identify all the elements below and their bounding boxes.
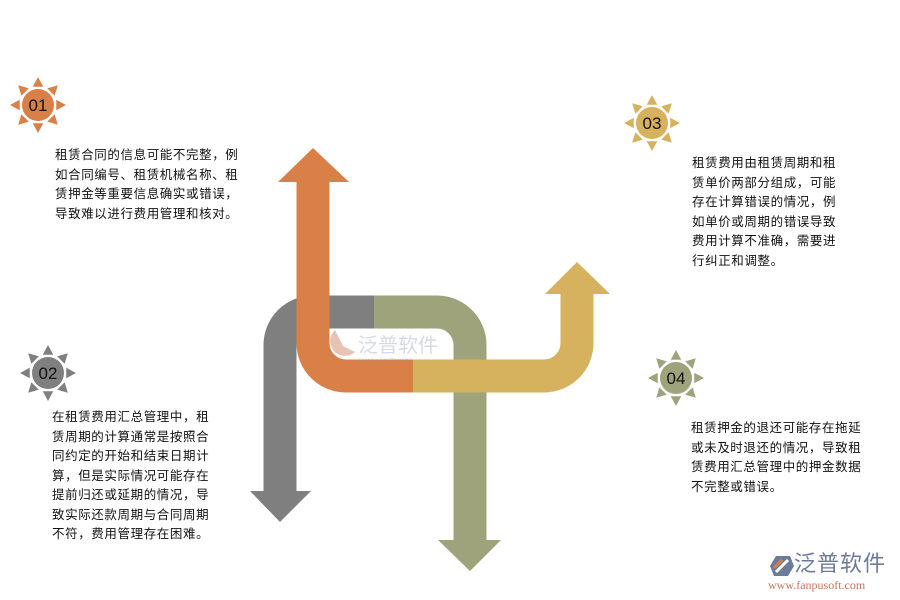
sun-circle — [636, 107, 668, 139]
sun-ray — [32, 123, 44, 133]
sun-ray — [624, 117, 634, 129]
olive-arrow-head — [438, 540, 501, 571]
sun-ray — [661, 103, 672, 114]
sun-ray — [656, 358, 667, 369]
description-line: 行纠正和调整。 — [692, 252, 784, 268]
description-line: 或未及时退还的情况，导致租 — [691, 439, 862, 455]
description-line: 租赁押金的退还可能存在拖延 — [691, 420, 862, 435]
sun-ray — [646, 95, 658, 105]
sun-ray — [670, 396, 682, 406]
item-number: 04 — [667, 369, 686, 388]
sun-ray — [670, 350, 682, 360]
item-number: 01 — [29, 96, 48, 115]
item-description-04: 租赁押金的退还可能存在拖延或未及时退还的情况，导致租赁费用汇总管理中的押金数据不… — [691, 418, 861, 496]
description-line: 赁费用汇总管理中的押金数据 — [691, 459, 862, 474]
sun-ray — [42, 391, 54, 401]
svg-text:FANPU SOFTWARE: FANPU SOFTWARE — [358, 358, 413, 365]
olive-arrow-shaft — [374, 295, 487, 541]
description-line: 在租赁费用汇总管理中，租 — [52, 409, 210, 424]
sun-circle — [32, 357, 64, 389]
item-number: 02 — [39, 364, 58, 383]
sun-ray — [632, 132, 643, 143]
sun-ray — [57, 353, 68, 364]
sun-badge-01: 01 — [10, 77, 66, 133]
description-line: 如合同编号、租赁机械名称、租 — [55, 166, 239, 182]
sun-ray — [685, 387, 696, 398]
item-description-03: 租赁费用由租赁周期和租赁单价两部分组成，可能存在计算错误的情况，例如单价或周期的… — [692, 153, 836, 270]
logo-icon — [770, 556, 794, 576]
sun-ray — [66, 367, 76, 379]
sun-circle — [22, 89, 54, 121]
description-line: 赁单价两部分组成，可能 — [692, 174, 837, 190]
description-line: 不完整或错误。 — [691, 478, 783, 494]
watermark: 泛普软件 FANPU SOFTWARE — [330, 330, 438, 365]
description-line: 赁周期的计算通常是按照合 — [52, 428, 210, 444]
orange-arrow-head — [278, 148, 349, 182]
sun-circle — [660, 362, 692, 394]
sun-ray — [694, 372, 704, 384]
sun-ray — [28, 353, 39, 364]
sun-ray — [47, 114, 58, 125]
description-line: 租赁费用由租赁周期和租 — [692, 155, 837, 170]
item-number: 03 — [643, 114, 662, 133]
sun-ray — [685, 358, 696, 369]
sun-ray — [56, 99, 66, 111]
sun-badge-04: 04 — [648, 350, 704, 406]
sun-ray — [661, 132, 672, 143]
description-line: 不符，费用管理存在困难。 — [52, 526, 210, 541]
fanpu-logo: 泛普软件 www.fanpusoft.com — [768, 552, 887, 592]
description-line: 同约定的开始和结束日期计 — [52, 448, 210, 463]
description-line: 赁押金等重要信息确实或错误， — [55, 186, 239, 201]
sun-ray — [10, 99, 20, 111]
description-line: 导致难以进行费用管理和核对。 — [55, 205, 239, 221]
sun-ray — [32, 77, 44, 87]
sun-ray — [648, 372, 658, 384]
description-line: 租赁合同的信息可能不完整，例 — [55, 147, 239, 162]
svg-text:泛普软件: 泛普软件 — [358, 333, 438, 357]
sun-ray — [656, 387, 667, 398]
gold-arrow-head — [545, 262, 610, 294]
gray-arrow-head — [250, 491, 311, 522]
description-line: 如单价或周期的错误导致 — [692, 213, 837, 229]
sun-ray — [18, 114, 29, 125]
sun-ray — [42, 345, 54, 355]
sun-badge-02: 02 — [20, 345, 76, 401]
sun-ray — [632, 103, 643, 114]
sun-ray — [57, 382, 68, 393]
description-line: 致实际还款周期与合同周期 — [52, 506, 210, 522]
sun-ray — [20, 367, 30, 379]
description-line: 提前归还或延期的情况，导 — [52, 487, 210, 502]
sun-ray — [28, 382, 39, 393]
item-description-02: 在租赁费用汇总管理中，租赁周期的计算通常是按照合同约定的开始和结束日期计算，但是… — [52, 407, 209, 544]
sun-ray — [18, 85, 29, 96]
sun-badge-03: 03 — [624, 95, 680, 151]
description-line: 算，但是实际情况可能存在 — [52, 467, 210, 483]
item-description-01: 租赁合同的信息可能不完整，例如合同编号、租赁机械名称、租赁押金等重要信息确实或错… — [55, 145, 238, 223]
orange-arrow-shaft — [296, 181, 414, 393]
gold-arrow-shaft — [413, 293, 594, 393]
description-line: 费用计算不准确，需要进 — [692, 233, 837, 248]
description-line: 存在计算错误的情况，例 — [692, 194, 837, 209]
sun-ray — [47, 85, 58, 96]
sun-ray — [646, 141, 658, 151]
sun-ray — [670, 117, 680, 129]
